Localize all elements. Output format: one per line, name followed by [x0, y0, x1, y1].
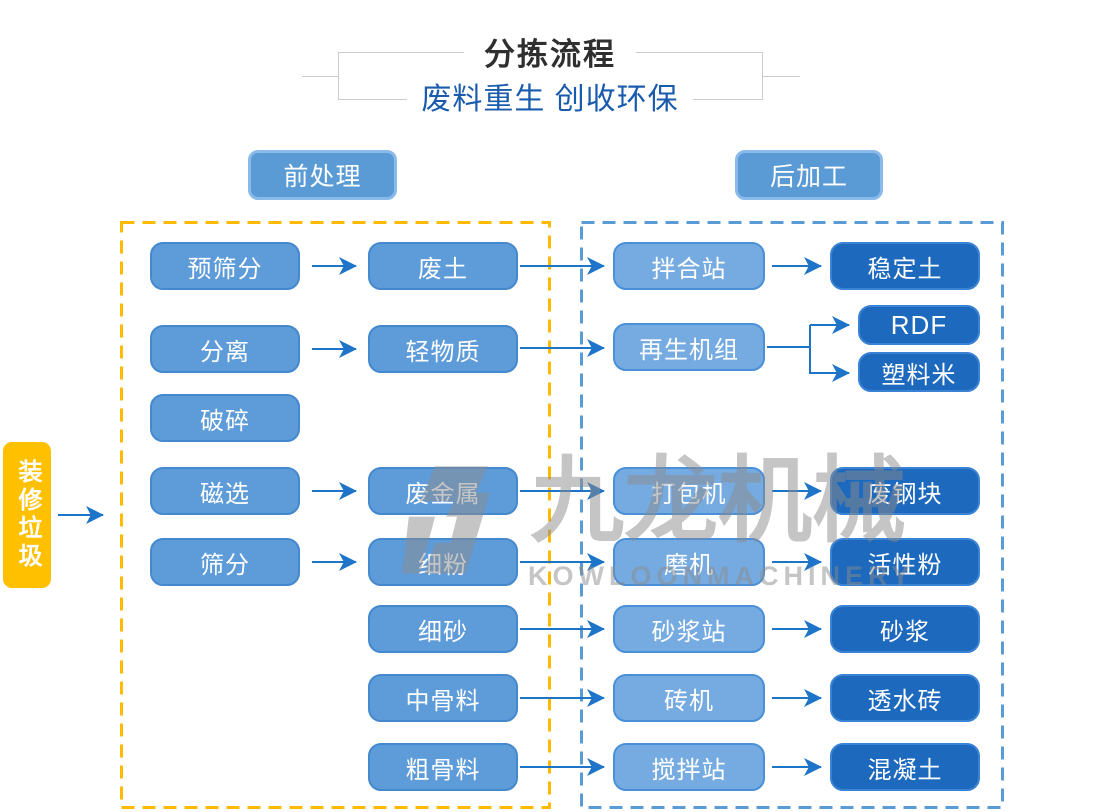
flow-node-label: 拌合站 [651, 255, 727, 283]
flow-node-label: 稳定土 [867, 255, 943, 283]
post-processing-label: 后加工 [769, 163, 848, 191]
title-tick-left [302, 76, 339, 77]
flow-node: 筛分 [150, 538, 300, 586]
flow-node-label: RDF [890, 309, 948, 340]
flow-node-label: 废金属 [405, 480, 481, 508]
flow-node: 砖机 [613, 674, 765, 722]
page-title-text: 分拣流程 [464, 37, 636, 72]
page-subtitle-text: 废料重生 创收环保 [407, 83, 693, 116]
flow-node: 粗骨料 [368, 743, 518, 791]
flow-node: 磁选 [150, 467, 300, 515]
flow-node-label: 磨机 [664, 551, 714, 579]
post-processing-dashed-frame [580, 221, 1004, 809]
flow-node-label: 中骨料 [405, 687, 481, 715]
flow-node-label: 搅拌站 [651, 756, 727, 784]
flow-node-label: 废土 [418, 255, 468, 283]
flow-arrows [58, 257, 850, 776]
flow-node-label: 粗骨料 [405, 756, 481, 784]
source-node-decoration-waste: 装修垃圾 [3, 442, 51, 588]
flow-node: 破碎 [150, 394, 300, 442]
flow-node: 中骨料 [368, 674, 518, 722]
flow-node-label: 分离 [200, 338, 250, 366]
flow-node-label: 砂浆 [880, 618, 930, 646]
flow-node-label: 透水砖 [867, 687, 943, 715]
flow-node: 废钢块 [830, 467, 980, 515]
flow-node-label: 砖机 [664, 687, 714, 715]
flow-node: 砂浆 [830, 605, 980, 653]
flow-node: 细砂 [368, 605, 518, 653]
flow-node-label: 打包机 [651, 480, 727, 508]
flow-node: 再生机组 [613, 323, 765, 371]
page-subtitle: 废料重生 创收环保 [0, 82, 1100, 118]
title-tick-right [763, 76, 800, 77]
flow-node-label: 废钢块 [867, 480, 943, 508]
flow-node-label: 筛分 [200, 551, 250, 579]
flow-node: 磨机 [613, 538, 765, 586]
flow-node-label: 再生机组 [639, 336, 739, 364]
flow-node: RDF [858, 305, 980, 345]
flow-node: 轻物质 [368, 325, 518, 373]
flow-node: 分离 [150, 325, 300, 373]
flow-node-label: 塑料米 [881, 361, 957, 389]
flow-node: 拌合站 [613, 242, 765, 290]
post-processing-badge: 后加工 [735, 150, 883, 200]
flow-node: 打包机 [613, 467, 765, 515]
flow-node-label: 砂浆站 [651, 618, 727, 646]
flow-node-label: 轻物质 [405, 338, 481, 366]
pre-processing-label: 前处理 [283, 163, 362, 191]
flow-node: 混凝土 [830, 743, 980, 791]
flow-node: 稳定土 [830, 242, 980, 290]
flow-node: 透水砖 [830, 674, 980, 722]
flow-node: 砂浆站 [613, 605, 765, 653]
flow-node: 搅拌站 [613, 743, 765, 791]
flow-node: 废金属 [368, 467, 518, 515]
flow-node-label: 活性粉 [867, 551, 943, 579]
flow-node: 预筛分 [150, 242, 300, 290]
flow-node-label: 预筛分 [187, 255, 263, 283]
page-title: 分拣流程 [0, 36, 1100, 73]
flow-node-label: 细砂 [418, 618, 468, 646]
flow-node: 塑料米 [858, 352, 980, 392]
flow-node-label: 混凝土 [867, 756, 943, 784]
flow-node: 活性粉 [830, 538, 980, 586]
flow-node: 废土 [368, 242, 518, 290]
pre-processing-badge: 前处理 [248, 150, 397, 200]
flow-node-label: 细粉 [418, 551, 468, 579]
pre-processing-dashed-frame [120, 221, 551, 809]
flow-node-label: 磁选 [200, 480, 250, 508]
source-label: 装修垃圾 [14, 459, 41, 571]
flow-node: 细粉 [368, 538, 518, 586]
flow-node-label: 破碎 [200, 407, 250, 435]
